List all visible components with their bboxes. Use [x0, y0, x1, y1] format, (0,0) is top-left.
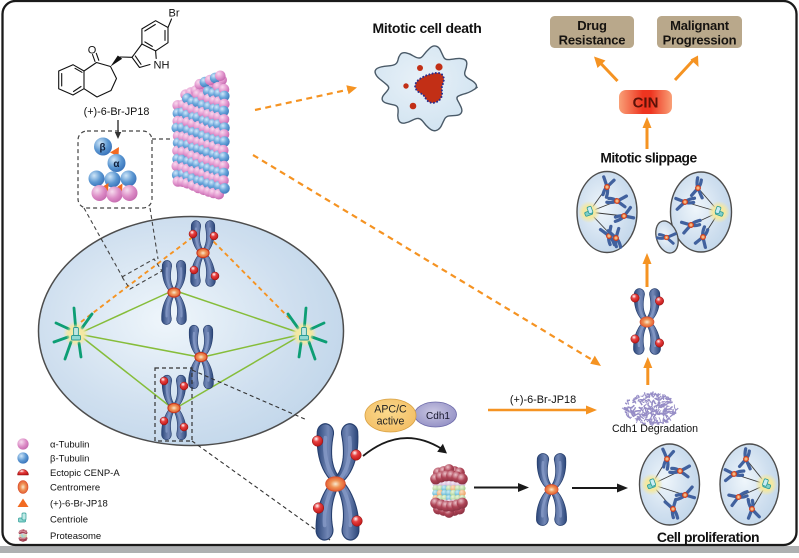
svg-text:Resistance: Resistance — [559, 33, 626, 48]
svg-text:O: O — [88, 45, 97, 57]
svg-text:Mitotic cell death: Mitotic cell death — [372, 20, 481, 36]
svg-text:(+)-6-Br-JP18: (+)-6-Br-JP18 — [84, 106, 150, 118]
svg-text:Cdh1: Cdh1 — [426, 411, 450, 422]
svg-text:Cdh1 Degradation: Cdh1 Degradation — [612, 423, 698, 435]
svg-text:α-Tubulin: α-Tubulin — [50, 440, 89, 451]
svg-text:Cell proliferation: Cell proliferation — [657, 529, 759, 545]
svg-text:Centromere: Centromere — [50, 483, 100, 494]
svg-text:Centriole: Centriole — [50, 515, 88, 526]
svg-text:(+)-6-Br-JP18: (+)-6-Br-JP18 — [50, 499, 108, 510]
svg-text:NH: NH — [154, 60, 170, 72]
svg-text:α: α — [113, 159, 120, 170]
svg-text:CIN: CIN — [633, 95, 659, 112]
svg-text:APC/C: APC/C — [374, 404, 407, 416]
svg-text:Proteasome: Proteasome — [50, 531, 101, 542]
svg-text:β: β — [99, 143, 105, 154]
svg-text:(+)-6-Br-JP18: (+)-6-Br-JP18 — [510, 394, 576, 406]
svg-text:Progression: Progression — [663, 33, 737, 48]
svg-text:β-Tubulin: β-Tubulin — [50, 454, 89, 465]
svg-text:Malignant: Malignant — [670, 18, 730, 33]
svg-text:Drug: Drug — [577, 18, 607, 33]
svg-text:active: active — [377, 416, 405, 428]
svg-text:Ectopic CENP-A: Ectopic CENP-A — [50, 468, 120, 479]
svg-text:Mitotic slippage: Mitotic slippage — [600, 151, 697, 166]
svg-text:Br: Br — [169, 8, 180, 20]
